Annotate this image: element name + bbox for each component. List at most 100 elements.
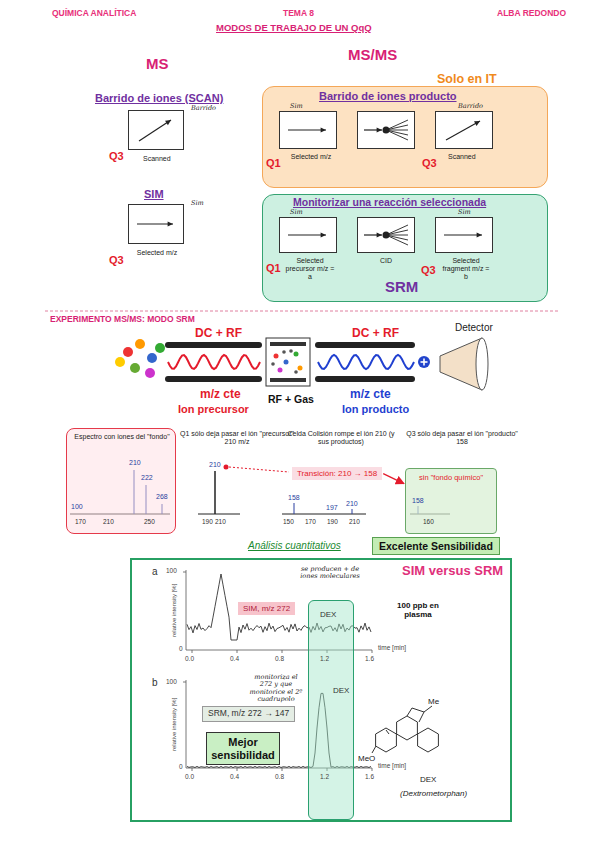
label-text: Q3 [421, 264, 436, 276]
node-text: Mejor sensibilidad [211, 736, 275, 761]
connector [383, 474, 404, 484]
label-text: time [min] [378, 644, 406, 651]
node-text: Sim [290, 103, 303, 110]
trace-label-box: SRM, m/z 272 → 147 [202, 706, 295, 722]
label-text: 210 [346, 500, 358, 508]
label-text: 158 [288, 494, 300, 502]
srm-panel: Monitorizar una reacción seleccionadaSRM… [262, 194, 548, 302]
label-text: 0.0 [185, 655, 194, 662]
label-text: Me [428, 698, 439, 707]
node-text: SRM [385, 279, 418, 296]
node-text: Selected m/z [135, 249, 179, 257]
node-text: Monitorizar una reacción seleccionada [293, 197, 486, 209]
label-text: MeO [358, 755, 375, 764]
molecule-bond [386, 730, 389, 734]
molecule-ring [418, 728, 439, 752]
label-text: a [152, 566, 158, 577]
generated-strokes [168, 355, 438, 768]
label-text: Q3 [109, 150, 124, 162]
label-text: Q1 [266, 157, 281, 169]
scan-arrow [446, 121, 480, 140]
fragment-line [386, 225, 408, 235]
fragment-line [386, 120, 408, 130]
node-text: SRM, m/z 272 → 147 [208, 709, 289, 719]
label-text: b [152, 677, 158, 688]
molecule-ring [397, 716, 418, 740]
peak-highlight: DEXDEX [308, 600, 354, 820]
node-text: Excelente Sensibilidad [379, 540, 493, 552]
node-text: Scanned [448, 153, 476, 161]
fragment-line [386, 235, 408, 245]
label-text: 170 [75, 518, 86, 525]
label-text: 210 [103, 518, 114, 525]
node-text: Selected precursor m/z = a [285, 257, 335, 280]
node-text: SIM versus SRM [402, 564, 503, 579]
molecule-ring [376, 728, 397, 752]
scan-box: BarridoScanned [128, 110, 184, 150]
label-text: Detector [455, 322, 493, 333]
label-text: relative intensity [%] [172, 583, 179, 636]
arrow-head [477, 232, 482, 237]
highlight-box: Mejor sensibilidad [206, 732, 280, 765]
select-arrow [288, 234, 326, 235]
node-text: Barrido de iones producto [319, 90, 457, 102]
scan-arrow [139, 120, 171, 141]
label-text: QUÍMICA ANALÍTICA [52, 9, 136, 19]
arrow-head [474, 121, 480, 126]
node-text: SIM, m/z 272 [243, 604, 290, 613]
label-text: Q1 sólo deja pasar el ión "precursor" 21… [178, 430, 296, 446]
node-text: CID [380, 257, 392, 265]
product-ion [418, 356, 430, 368]
collision-cell [266, 338, 310, 386]
node-text: Barrido [458, 103, 483, 110]
box-icon [436, 218, 492, 252]
label-text: time [min] [378, 762, 406, 769]
q1-box: SimSelected m/z [279, 111, 337, 149]
label-text: MS [146, 56, 169, 73]
label-text: 1.6 [365, 773, 374, 780]
molecule-bond [407, 708, 424, 716]
box-icon [280, 218, 336, 252]
box-icon [358, 112, 414, 148]
box-icon [358, 218, 414, 252]
label-text: se producen + de iones moleculares [300, 566, 360, 581]
ion-trajectory [168, 355, 260, 369]
label-text: EXPERIMENTO MS/MS: MODO SRM [50, 315, 195, 325]
label-text: TEMA 8 [283, 9, 314, 19]
label-text: DEX [420, 776, 436, 785]
molecule-bond [419, 706, 432, 722]
label-text: 210 [349, 518, 360, 525]
node-text: Barrido [191, 105, 216, 112]
select-arrow [288, 129, 326, 130]
product-scan-panel: Barrido de iones productoSimSelected m/z… [262, 86, 548, 188]
label-text: 1.2 [320, 655, 329, 662]
fragment-line [386, 230, 408, 235]
cid-box: CID [357, 217, 415, 253]
label-text: monitoriza el 272 y que monitorice el 2º… [248, 674, 304, 703]
label-text: Q1 [266, 262, 281, 274]
label-text: 0.0 [185, 773, 194, 780]
molecule-bond [372, 746, 376, 753]
select-arrow [444, 234, 482, 235]
box-icon [280, 112, 336, 148]
label-text: Q3 [109, 254, 124, 266]
label-text: 190 [202, 518, 213, 525]
label-text: 0.4 [230, 773, 239, 780]
label-text: m/z cte [350, 388, 391, 401]
arrow-head [165, 120, 171, 125]
cid-box [357, 111, 415, 149]
label-text: Q3 sólo deja pasar el ión "producto" 158 [406, 430, 518, 446]
node-text: Selected fragment m/z = b [440, 257, 492, 280]
label-text: 158 [412, 497, 424, 505]
node-text: Scanned [143, 155, 171, 163]
label-text: Ion producto [342, 403, 409, 415]
node-text: Sim [191, 200, 204, 207]
q3-box: BarridoScanned [435, 111, 493, 149]
fragment-line [386, 130, 408, 140]
label-text: 100 ppb en plasma [390, 602, 446, 620]
node-text: Sim [290, 209, 303, 216]
label-text: 210 [209, 461, 221, 469]
label-text: MS/MS [348, 47, 397, 64]
separator [45, 311, 560, 312]
